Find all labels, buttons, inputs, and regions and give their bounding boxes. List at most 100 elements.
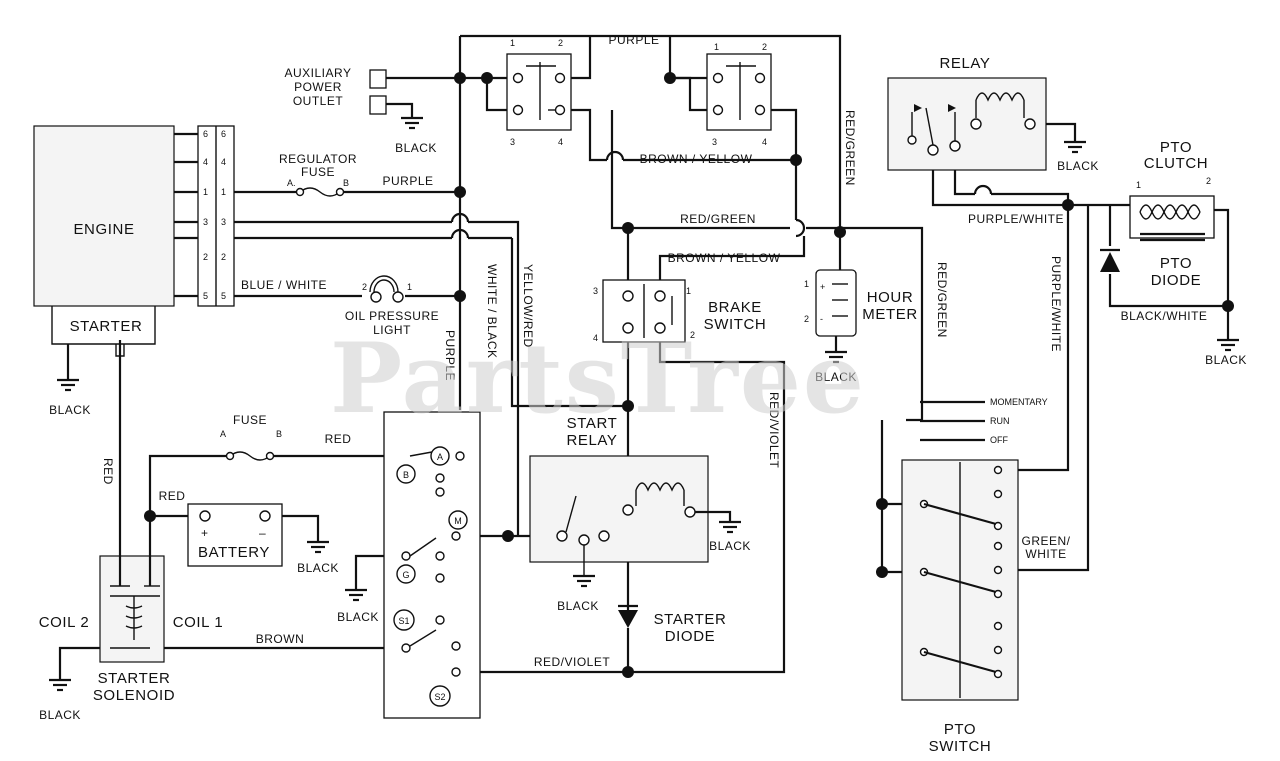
svg-text:BROWN / YELLOW: BROWN / YELLOW <box>668 251 781 265</box>
svg-text:BLACK: BLACK <box>39 708 81 722</box>
svg-text:DIODE: DIODE <box>1151 272 1202 289</box>
svg-text:FUSE: FUSE <box>233 413 267 427</box>
switch-2: 1 2 3 4 <box>706 42 772 147</box>
svg-text:2: 2 <box>690 330 695 340</box>
svg-text:2: 2 <box>1206 176 1211 186</box>
svg-text:6: 6 <box>203 129 208 139</box>
svg-text:3: 3 <box>510 137 515 147</box>
svg-text:RED/GREEN: RED/GREEN <box>680 212 756 226</box>
svg-text:PURPLE/WHITE: PURPLE/WHITE <box>1049 256 1063 352</box>
svg-text:OIL PRESSURE: OIL PRESSURE <box>345 309 439 323</box>
svg-text:RED: RED <box>325 432 352 446</box>
svg-text:+: + <box>820 282 825 292</box>
svg-text:WHITE: WHITE <box>1025 547 1066 561</box>
svg-text:BLACK: BLACK <box>709 539 751 553</box>
svg-text:1: 1 <box>407 282 412 292</box>
svg-text:BROWN: BROWN <box>256 632 305 646</box>
svg-text:SWITCH: SWITCH <box>929 738 992 755</box>
svg-text:BLUE / WHITE: BLUE / WHITE <box>241 278 327 292</box>
svg-text:SWITCH: SWITCH <box>704 316 767 333</box>
aux-power-outlet: AUXILIARY POWER OUTLET <box>285 66 414 118</box>
svg-text:DIODE: DIODE <box>665 628 716 645</box>
svg-text:BLACK: BLACK <box>557 599 599 613</box>
svg-text:REGULATOR: REGULATOR <box>279 152 357 166</box>
battery: + – BATTERY <box>187 503 283 567</box>
svg-text:BLACK/WHITE: BLACK/WHITE <box>1121 309 1208 323</box>
svg-text:BLACK: BLACK <box>815 370 857 384</box>
svg-text:WHITE / BLACK: WHITE / BLACK <box>485 264 499 359</box>
svg-text:LIGHT: LIGHT <box>373 323 411 337</box>
svg-text:BLACK: BLACK <box>337 610 379 624</box>
brake-switch: 3 1 4 2 BRAKE SWITCH <box>593 279 767 343</box>
svg-text:AUXILIARY: AUXILIARY <box>285 66 352 80</box>
svg-text:OFF: OFF <box>990 435 1008 445</box>
svg-text:RED: RED <box>159 489 186 503</box>
fuse: FUSE A B <box>220 413 282 461</box>
svg-text:1: 1 <box>804 279 809 289</box>
svg-text:–: – <box>259 526 266 540</box>
svg-text:OUTLET: OUTLET <box>293 94 344 108</box>
svg-text:METER: METER <box>862 306 918 323</box>
svg-text:B: B <box>403 470 409 480</box>
svg-text:GREEN/: GREEN/ <box>1021 534 1070 548</box>
svg-text:RELAY: RELAY <box>566 432 617 449</box>
pto-clutch: 1 2 PTO CLUTCH <box>1129 139 1215 242</box>
svg-text:2: 2 <box>762 42 767 52</box>
svg-text:RED/GREEN: RED/GREEN <box>843 110 857 186</box>
svg-text:SOLENOID: SOLENOID <box>93 687 175 704</box>
svg-text:COIL 2: COIL 2 <box>39 614 90 631</box>
svg-text:PURPLE: PURPLE <box>443 330 457 381</box>
svg-text:2: 2 <box>203 252 208 262</box>
svg-text:3: 3 <box>221 217 226 227</box>
svg-text:6: 6 <box>221 129 226 139</box>
svg-text:1: 1 <box>1136 180 1141 190</box>
svg-text:BRAKE: BRAKE <box>708 299 762 316</box>
start-relay: START RELAY <box>529 415 732 576</box>
svg-text:3: 3 <box>203 217 208 227</box>
svg-text:BLACK: BLACK <box>297 561 339 575</box>
engine: ENGINE STARTER <box>33 125 175 380</box>
svg-text:2: 2 <box>804 314 809 324</box>
svg-text:M: M <box>454 516 462 526</box>
svg-text:COIL 1: COIL 1 <box>173 614 224 631</box>
svg-text:1: 1 <box>686 286 691 296</box>
svg-text:RELAY: RELAY <box>939 55 990 72</box>
svg-text:PURPLE/WHITE: PURPLE/WHITE <box>968 212 1064 226</box>
svg-text:1: 1 <box>714 42 719 52</box>
svg-text:RED/VIOLET: RED/VIOLET <box>767 392 781 469</box>
switch-1: 1 2 3 4 <box>506 38 572 147</box>
svg-text:+: + <box>201 526 209 540</box>
svg-text:BLACK: BLACK <box>49 403 91 417</box>
key-switch: A B M G S1 S2 <box>383 411 481 719</box>
svg-text:POWER: POWER <box>294 80 342 94</box>
svg-text:PURPLE: PURPLE <box>608 33 659 47</box>
svg-text:A.: A. <box>287 178 296 188</box>
svg-text:START: START <box>567 415 618 432</box>
svg-text:2: 2 <box>221 252 226 262</box>
hour-meter: + - 1 2 HOUR METER <box>804 269 918 352</box>
svg-text:S2: S2 <box>434 692 445 702</box>
starter-solenoid: COIL 2 COIL 1 STARTER SOLENOID <box>39 540 224 704</box>
svg-text:PTO: PTO <box>1160 255 1192 272</box>
svg-text:RED/GREEN: RED/GREEN <box>935 262 949 338</box>
svg-text:A: A <box>437 452 443 462</box>
svg-text:G: G <box>402 570 409 580</box>
svg-text:3: 3 <box>593 286 598 296</box>
svg-text:FUSE: FUSE <box>301 165 335 179</box>
svg-text:2: 2 <box>362 282 367 292</box>
svg-text:HOUR: HOUR <box>867 289 914 306</box>
svg-text:CLUTCH: CLUTCH <box>1144 155 1208 172</box>
svg-text:1: 1 <box>221 187 226 197</box>
oil-pressure-light: 2 1 OIL PRESSURE LIGHT <box>345 275 439 337</box>
key-position-labels: MOMENTARY RUN OFF <box>990 397 1048 445</box>
pto-switch: PTO SWITCH <box>901 459 1019 755</box>
engine-connector: 6 6 4 4 1 1 3 3 2 2 5 5 <box>174 125 235 307</box>
starter-diode: STARTER DIODE <box>618 604 726 645</box>
svg-text:B: B <box>343 178 349 188</box>
svg-text:RED: RED <box>101 458 115 485</box>
svg-text:PTO: PTO <box>944 721 976 738</box>
svg-text:-: - <box>820 314 823 324</box>
ground-symbols <box>49 116 1239 692</box>
svg-text:MOMENTARY: MOMENTARY <box>990 397 1048 407</box>
